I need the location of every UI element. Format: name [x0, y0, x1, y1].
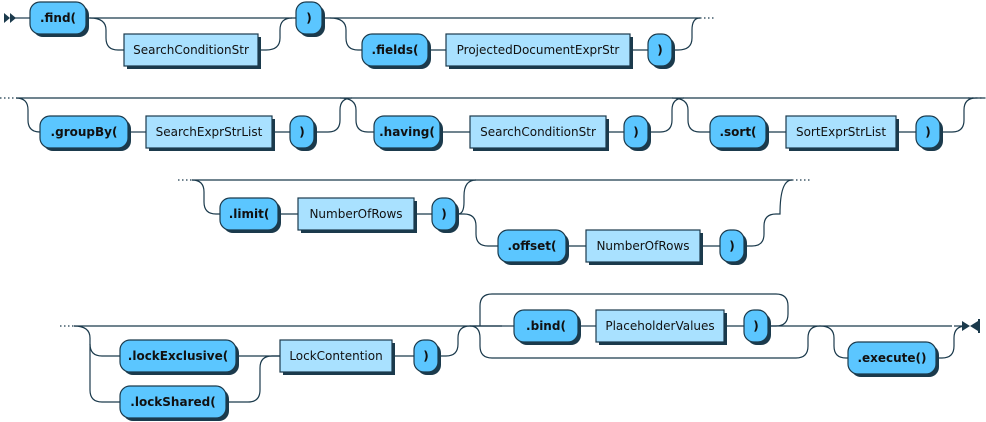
- terminal-execute: .execute(): [847, 341, 939, 377]
- terminal-lock-close: ): [413, 339, 441, 375]
- terminal-groupby-close-label: ): [299, 125, 304, 139]
- terminal-bind: .bind(: [513, 309, 581, 345]
- terminal-sort: .sort(: [709, 115, 769, 151]
- terminal-limit: .limit(: [219, 197, 281, 233]
- terminal-sort-close-label: ): [925, 125, 930, 139]
- terminal-fields-label: .fields(: [372, 43, 419, 57]
- terminal-groupby-label: .groupBy(: [51, 125, 118, 139]
- terminal-offset-label: .offset(: [507, 239, 556, 253]
- terminal-having-close-label: ): [633, 125, 638, 139]
- terminal-bind-label: .bind(: [526, 319, 566, 333]
- nonterminal-bind-arg: PlaceholderValues: [595, 309, 727, 345]
- connector-lines: [0, 17, 986, 403]
- terminal-offset: .offset(: [497, 229, 569, 265]
- nonterminal-fields-arg: ProjectedDocumentExprStr: [445, 33, 633, 69]
- terminal-lockshared: .lockShared(: [119, 385, 229, 421]
- terminal-find-close-label: ): [306, 11, 311, 25]
- nonterminal-sort-arg-label: SortExprStrList: [796, 125, 886, 139]
- terminal-find-close: ): [295, 1, 325, 37]
- nonterminal-offset-arg-label: NumberOfRows: [596, 239, 689, 253]
- terminal-lockexclusive-label: .lockExclusive(: [128, 349, 228, 363]
- terminal-lock-close-label: ): [423, 349, 428, 363]
- nonterminal-sort-arg: SortExprStrList: [785, 115, 899, 151]
- terminal-fields-close-label: ): [657, 43, 662, 57]
- nonterminal-having-arg: SearchConditionStr: [469, 115, 609, 151]
- terminal-bind-close-label: ): [753, 319, 758, 333]
- nonterminal-offset-arg: NumberOfRows: [585, 229, 703, 265]
- nonterminal-having-arg-label: SearchConditionStr: [480, 125, 596, 139]
- terminal-offset-close-label: ): [729, 239, 734, 253]
- terminal-limit-close-label: ): [441, 207, 446, 221]
- nonterminal-limit-arg: NumberOfRows: [297, 197, 417, 233]
- nonterminal-lock-arg-label: LockContention: [289, 349, 382, 363]
- nonterminal-fields-arg-label: ProjectedDocumentExprStr: [457, 43, 620, 57]
- nonterminal-lock-arg: LockContention: [279, 339, 395, 375]
- terminal-find: .find(: [29, 1, 89, 37]
- terminal-find-label: .find(: [40, 11, 76, 25]
- terminal-having-label: .having(: [379, 125, 435, 139]
- terminal-having: .having(: [373, 115, 443, 151]
- terminal-sort-close: ): [915, 115, 943, 151]
- terminal-execute-label: .execute(): [857, 351, 926, 365]
- terminal-lockshared-label: .lockShared(: [130, 395, 215, 409]
- terminal-fields-close: ): [647, 33, 675, 69]
- terminal-limit-close: ): [431, 197, 459, 233]
- terminal-bind-close: ): [743, 309, 771, 345]
- terminal-lockexclusive: .lockExclusive(: [119, 339, 239, 375]
- nonterminal-find-arg-label: SearchConditionStr: [133, 43, 249, 57]
- terminal-having-close: ): [623, 115, 651, 151]
- nonterminal-groupby-arg-label: SearchExprStrList: [156, 125, 263, 139]
- terminal-groupby-close: ): [289, 115, 317, 151]
- terminal-offset-close: ): [719, 229, 747, 265]
- terminal-limit-label: .limit(: [229, 207, 270, 221]
- nonterminal-bind-arg-label: PlaceholderValues: [605, 319, 714, 333]
- start-marker-icon: [4, 13, 16, 23]
- terminal-fields: .fields(: [361, 33, 431, 69]
- nonterminal-groupby-arg: SearchExprStrList: [145, 115, 275, 151]
- nonterminal-find-arg: SearchConditionStr: [123, 33, 261, 69]
- terminal-groupby: .groupBy(: [39, 115, 131, 151]
- end-marker-icon: [962, 319, 980, 333]
- terminal-sort-label: .sort(: [719, 125, 756, 139]
- nonterminal-limit-arg-label: NumberOfRows: [309, 207, 402, 221]
